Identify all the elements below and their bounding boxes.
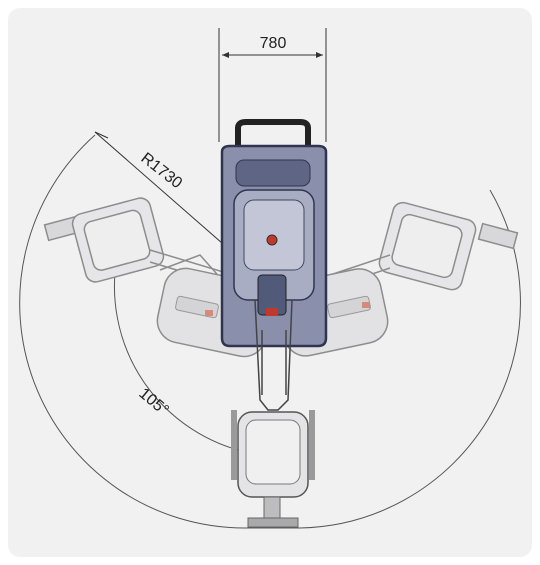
bucket-front	[231, 410, 315, 528]
angle-label: 105°	[135, 385, 171, 419]
boom-front	[254, 299, 293, 411]
machine-body	[220, 144, 328, 348]
width-label: 780	[260, 35, 287, 52]
dozer-blade	[235, 119, 311, 148]
ghost-arm-left	[43, 197, 251, 301]
ghost-arm-right	[299, 201, 519, 299]
radius-label: R1730	[138, 150, 186, 192]
swing-angle-arc	[113, 251, 263, 456]
width-dimension	[218, 28, 327, 142]
swing-radius-arc	[19, 134, 521, 529]
